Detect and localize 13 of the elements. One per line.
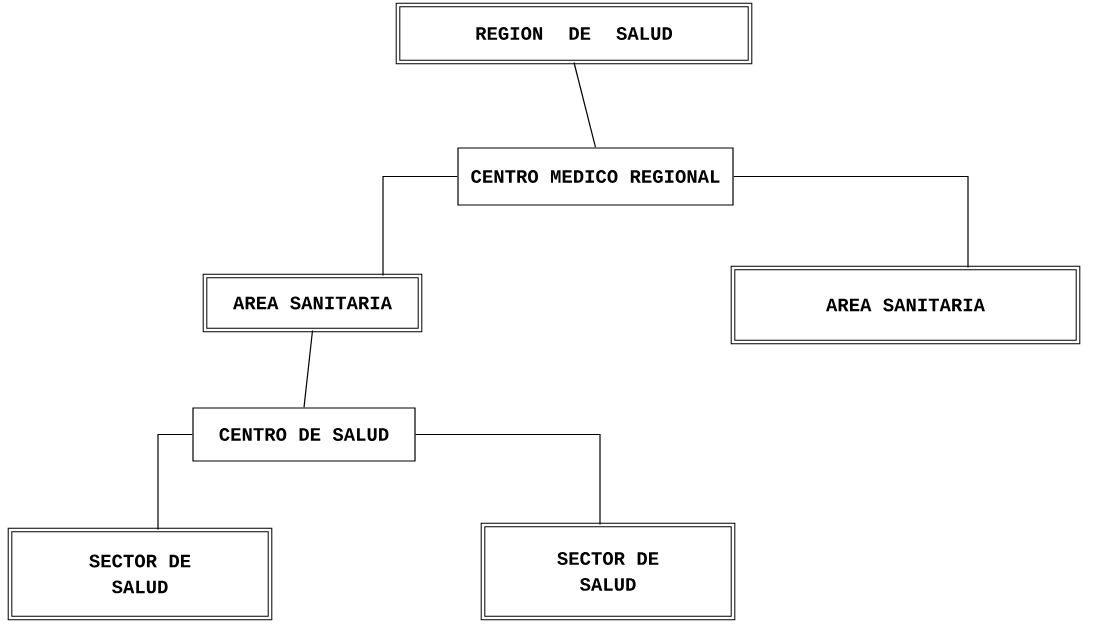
double-border-box: AREA SANITARIA <box>202 273 423 333</box>
connector-line <box>573 61 597 148</box>
box: CENTRO DE SALUD <box>192 407 416 462</box>
connector-line <box>733 175 969 269</box>
connector-line <box>157 433 193 531</box>
double-border-box: AREA SANITARIA <box>730 265 1081 345</box>
double-border-box: REGION DE SALUD <box>395 2 753 65</box>
double-border-box: SECTOR DE SALUD <box>480 522 736 621</box>
box: CENTRO MEDICO REGIONAL <box>457 147 734 206</box>
double-border-box: SECTOR DE SALUD <box>7 527 273 621</box>
connector-line <box>415 433 601 526</box>
connector-line <box>382 175 458 277</box>
connector-line <box>303 329 314 408</box>
